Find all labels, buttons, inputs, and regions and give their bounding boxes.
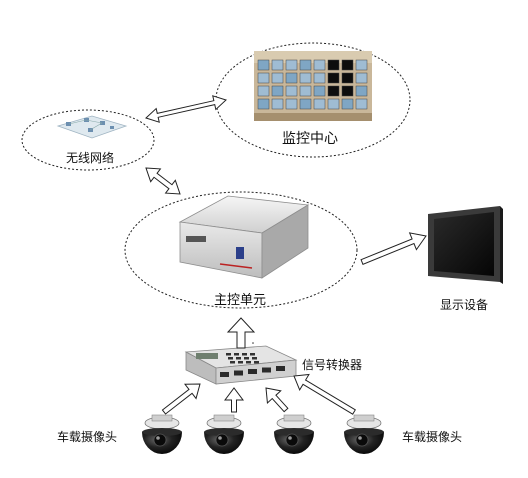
- wall-screen: [271, 59, 284, 71]
- connection-arrows: [145, 95, 427, 415]
- wall-screen: [299, 98, 312, 110]
- dome-camera: [142, 414, 182, 454]
- wall-screen: [257, 59, 270, 71]
- wall-screen: [299, 72, 312, 84]
- wall-screen: [285, 98, 298, 110]
- monitor-center-label: 监控中心: [282, 131, 338, 147]
- wall-screen: [271, 98, 284, 110]
- wall-screen: [257, 98, 270, 110]
- wall-screen: [327, 85, 340, 97]
- wall-screen: [285, 59, 298, 71]
- wall-screen: [327, 98, 340, 110]
- signal-converter-label: 信号转换器: [302, 358, 363, 372]
- converter-key: [246, 361, 251, 364]
- signal-converter-device: [184, 345, 298, 385]
- wall-screen: [341, 98, 354, 110]
- dome-camera: [204, 414, 244, 454]
- converter-key: [248, 369, 257, 374]
- main-unit-ellipse: [124, 191, 358, 309]
- wall-screen: [313, 85, 326, 97]
- converter-key: [254, 361, 259, 364]
- converter-key: [226, 353, 231, 356]
- converter-key: [242, 353, 247, 356]
- main-unit-device: [178, 195, 310, 279]
- wireless-ellipse: [21, 109, 155, 171]
- converter-key: [262, 367, 271, 373]
- hollow-arrow: [224, 387, 244, 413]
- hollow-arrow: [145, 167, 181, 195]
- hollow-arrow: [161, 383, 201, 415]
- display-device-label: 显示设备: [440, 298, 489, 312]
- display-monitor: [428, 206, 503, 284]
- wall-screen: [313, 98, 326, 110]
- converter-key: [250, 353, 255, 356]
- stray-dot: [252, 342, 254, 344]
- converter-key: [252, 357, 257, 360]
- converter-key: [238, 361, 243, 364]
- wireless-network-label: 无线网络: [66, 151, 115, 165]
- converter-key: [234, 353, 239, 356]
- monitor-center-image: [254, 51, 372, 121]
- wall-screen: [299, 59, 312, 71]
- wall-screen: [271, 85, 284, 97]
- wall-screen: [285, 72, 298, 84]
- wall-screen: [327, 72, 340, 84]
- hollow-arrow: [360, 232, 427, 265]
- hollow-arrow: [145, 95, 227, 123]
- wall-screen: [271, 72, 284, 84]
- hollow-arrow: [226, 317, 256, 349]
- hollow-arrow: [265, 387, 289, 413]
- wall-screen: [257, 72, 270, 84]
- hollow-arrow: [293, 373, 356, 415]
- converter-key: [228, 357, 233, 360]
- converter-key: [234, 370, 243, 376]
- converter-key: [244, 357, 249, 360]
- main-unit-label: 主控单元: [214, 293, 267, 308]
- wall-screen: [355, 98, 368, 110]
- wall-screen: [327, 59, 340, 71]
- converter-key: [236, 357, 241, 360]
- wall-screen: [257, 85, 270, 97]
- dome-camera: [274, 414, 314, 454]
- wall-screen: [299, 85, 312, 97]
- converter-key: [230, 361, 235, 364]
- wall-screen: [355, 85, 368, 97]
- dome-camera: [344, 414, 384, 454]
- wall-screen: [313, 72, 326, 84]
- converter-key: [276, 366, 285, 371]
- wall-screen: [341, 85, 354, 97]
- camera-right-label: 车载摄像头: [402, 430, 463, 444]
- camera-left-label: 车载摄像头: [57, 430, 118, 444]
- wall-screen: [313, 59, 326, 71]
- wireless-network-image: [56, 115, 128, 139]
- wall-screen: [341, 59, 354, 71]
- wall-screen: [355, 72, 368, 84]
- wall-screen: [355, 59, 368, 71]
- vehicle-cameras: [142, 414, 384, 454]
- converter-key: [220, 372, 229, 377]
- wall-screen: [285, 85, 298, 97]
- wall-screen: [341, 72, 354, 84]
